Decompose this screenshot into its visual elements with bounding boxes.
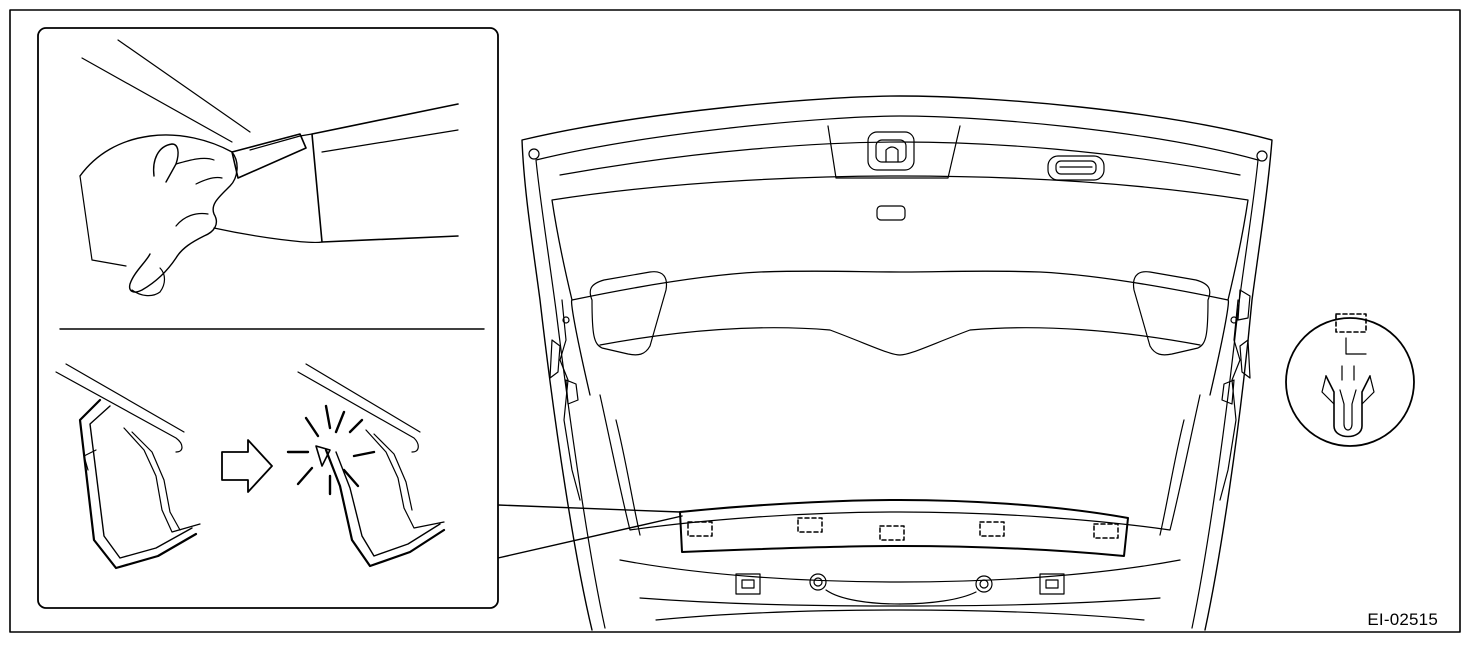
release-burst-marks xyxy=(288,406,374,494)
clip-after-state xyxy=(288,364,444,566)
left-side-mechanism xyxy=(550,300,580,500)
lamp-housing xyxy=(1048,156,1104,180)
hand-fingertip xyxy=(132,268,165,296)
callout-line-upper xyxy=(498,505,680,512)
clip-stem xyxy=(1342,366,1354,380)
detail-panel-clip-release xyxy=(56,364,444,568)
spoiler-panel xyxy=(572,271,1229,395)
mount-hole-right xyxy=(1257,151,1267,161)
right-side-mechanism xyxy=(1220,290,1250,500)
trim-clip-marker-3 xyxy=(880,526,904,540)
glass-edge-line-2 xyxy=(118,40,250,132)
liftgate-inner-rim xyxy=(536,116,1258,628)
glass-edge-line xyxy=(82,58,232,142)
upper-inner-trim xyxy=(560,142,1240,175)
trim-clip-marker-2 xyxy=(798,518,822,532)
hand-thumb xyxy=(154,144,178,182)
arm-line xyxy=(80,176,126,266)
glass-opening xyxy=(552,176,1248,300)
latch-striker xyxy=(868,132,914,170)
clip-panel-line xyxy=(1346,338,1366,354)
latch-hook xyxy=(886,147,898,162)
clip-before-state xyxy=(56,364,200,568)
lower-sill-2 xyxy=(640,598,1160,606)
lamp-lens xyxy=(1056,161,1096,174)
tailgate-view xyxy=(522,96,1272,630)
lower-sill xyxy=(620,560,1180,582)
lower-inner-contour-3 xyxy=(1160,420,1184,535)
left-side-pad xyxy=(590,272,666,355)
upper-trim-recess xyxy=(828,126,960,178)
released-clip xyxy=(316,446,330,466)
clip-body xyxy=(1326,376,1370,437)
clip-inner xyxy=(1340,390,1356,430)
trim-panel-inner-line xyxy=(322,130,458,152)
clip-detail-circle xyxy=(1286,314,1414,446)
liftgate-outer-shell xyxy=(522,96,1272,630)
direction-arrow xyxy=(222,440,272,492)
clip-detail-frame xyxy=(1286,318,1414,446)
rear-trim-panel xyxy=(680,500,1128,556)
hand-finger-3 xyxy=(176,214,208,227)
right-side-pad xyxy=(1134,272,1210,355)
hand-outline xyxy=(80,135,237,292)
mount-hole-left xyxy=(529,149,539,159)
trim-lifted-flap xyxy=(232,134,306,178)
lower-sill-3 xyxy=(656,610,1144,620)
hand-finger-1 xyxy=(176,158,214,164)
outer-frame xyxy=(10,10,1460,632)
lower-inner-contour xyxy=(600,395,1200,530)
callout-line-lower xyxy=(498,516,682,558)
detail-panel-pull-trim xyxy=(80,40,458,296)
trim-clip-markers xyxy=(688,518,1118,540)
clip-barb-left xyxy=(1322,376,1334,404)
clip-retainer-after xyxy=(326,450,444,566)
detail-panel-frame xyxy=(38,28,498,608)
clip-hole-marker xyxy=(1336,314,1366,332)
latch-striker-inner xyxy=(876,140,906,162)
hand-finger-2 xyxy=(196,177,222,184)
trim-clip-marker-5 xyxy=(1094,524,1118,538)
lower-inner-contour-2 xyxy=(616,420,640,535)
figure-reference-code: EI-02515 xyxy=(1367,610,1438,629)
clip-retainer-before xyxy=(80,400,196,568)
trim-clip-marker-1 xyxy=(688,522,712,536)
trim-clip-marker-4 xyxy=(980,522,1004,536)
switch-button xyxy=(877,206,905,220)
trim-bottom-line xyxy=(214,228,322,242)
bottom-fixtures xyxy=(736,574,1064,604)
clip-barb-right xyxy=(1362,376,1374,404)
spoiler-lip xyxy=(600,328,1200,355)
